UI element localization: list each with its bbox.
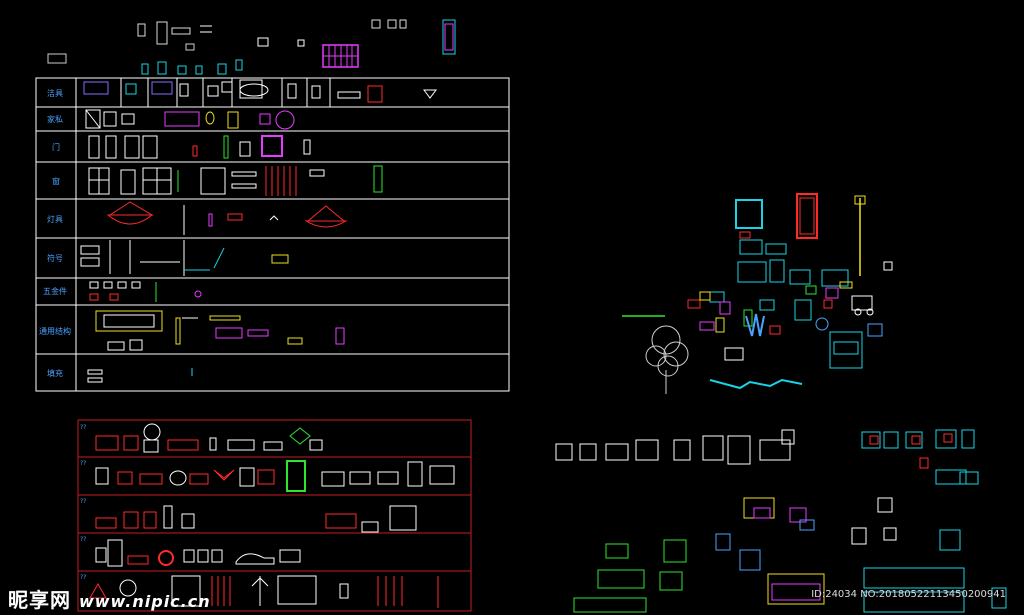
red-row-marker: ?? <box>80 498 87 505</box>
row-label-sanitary: 洁具 <box>47 89 63 98</box>
row-label-symbols: 符号 <box>47 254 63 263</box>
row-label-lamps: 灯具 <box>47 215 63 224</box>
loose-blocks-top <box>47 19 456 99</box>
row-label-common-structures: 通用结构 <box>39 327 71 336</box>
red-row-marker: ?? <box>80 424 87 431</box>
row-label-furniture: 家私 <box>47 115 63 124</box>
watermark-url: www.nipic.cn <box>78 592 211 611</box>
row-label-fill: 填充 <box>47 369 63 378</box>
cluster-center-right <box>622 193 893 394</box>
row-label-doors: 门 <box>52 143 60 152</box>
watermark-brand-text: 昵享网 <box>8 588 71 612</box>
red-row-marker: ?? <box>80 460 87 467</box>
cluster-bottom-middle <box>555 429 795 465</box>
watermark-brand: 昵享网 www.nipic.cn <box>8 584 211 613</box>
cluster-bottom-right <box>573 429 1007 613</box>
watermark-id: ID:24034 NO:20180522113450200941 <box>811 589 1006 600</box>
red-block-table <box>77 419 472 612</box>
row-label-windows: 窗 <box>52 177 60 186</box>
category-table <box>35 77 510 392</box>
red-row-marker: ?? <box>80 536 87 543</box>
red-row-marker: ?? <box>80 574 87 581</box>
row-label-hardware: 五金件 <box>43 287 67 296</box>
